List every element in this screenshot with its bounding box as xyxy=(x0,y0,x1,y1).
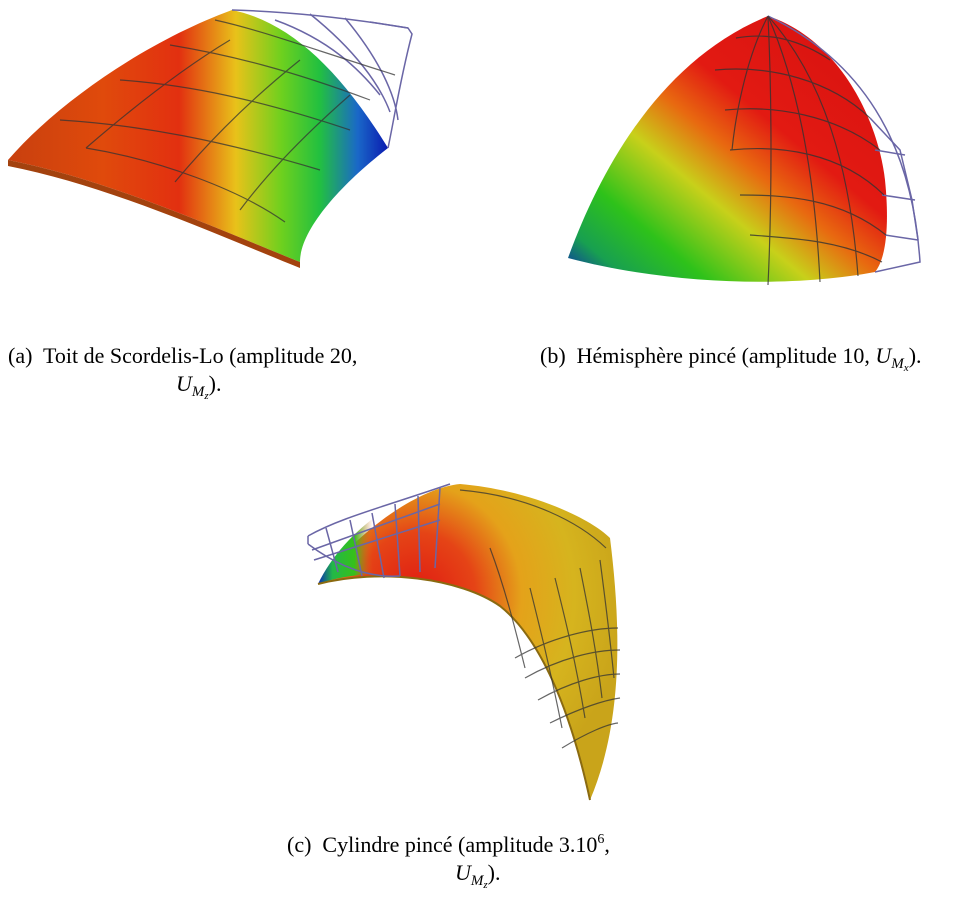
caption-b-var: U xyxy=(875,343,892,368)
roof-surface xyxy=(8,10,388,262)
caption-b-tail: ). xyxy=(908,343,922,368)
caption-b-subsub: x xyxy=(903,362,909,374)
cylinder-inner-edge xyxy=(317,575,591,801)
undeformed-wireframe xyxy=(767,15,921,273)
caption-c-var: U xyxy=(455,860,471,885)
caption-b: (b) Hémisphère pincé (amplitude 10, UMx)… xyxy=(540,342,976,382)
caption-b-label: (b) xyxy=(540,343,566,368)
caption-c-tail: ). xyxy=(487,860,501,885)
caption-c-sup: 6 xyxy=(597,832,605,847)
caption-c-comma: , xyxy=(604,832,610,857)
undeformed-wireframe xyxy=(231,9,413,149)
figure-c-cylinder-plot xyxy=(300,468,630,808)
caption-a: (a) Toit de Scordelis-Lo (amplitude 20, … xyxy=(8,342,428,410)
caption-c-text: Cylindre pincé (amplitude 3.10 xyxy=(322,832,598,857)
cylinder-mesh xyxy=(459,489,621,749)
caption-a-label: (a) xyxy=(8,343,33,368)
caption-c: (c) Cylindre pincé (amplitude 3.106, UMz… xyxy=(287,826,707,899)
caption-c-sub: M xyxy=(470,873,484,889)
caption-c-subsub: z xyxy=(483,879,488,891)
caption-b-sub: M xyxy=(891,356,904,372)
undeformed-wireframe xyxy=(307,483,451,579)
caption-c-label: (c) xyxy=(287,832,312,857)
hemisphere-surface xyxy=(568,16,887,282)
roof-mesh xyxy=(59,19,396,223)
caption-a-var: U xyxy=(176,371,192,396)
caption-b-text: Hémisphère pincé (amplitude 10, xyxy=(576,343,876,368)
caption-a-subsub: z xyxy=(204,390,209,402)
caption-a-tail: ). xyxy=(208,371,222,396)
figure-b-hemisphere-plot xyxy=(540,0,970,300)
caption-a-text: Toit de Scordelis-Lo (amplitude 20, xyxy=(43,343,358,368)
figure-a-roof-plot xyxy=(0,0,460,290)
roof-edge xyxy=(8,160,300,268)
caption-a-sub: M xyxy=(191,384,205,400)
hemisphere-mesh xyxy=(714,15,887,286)
cylinder-green-region xyxy=(318,484,440,584)
